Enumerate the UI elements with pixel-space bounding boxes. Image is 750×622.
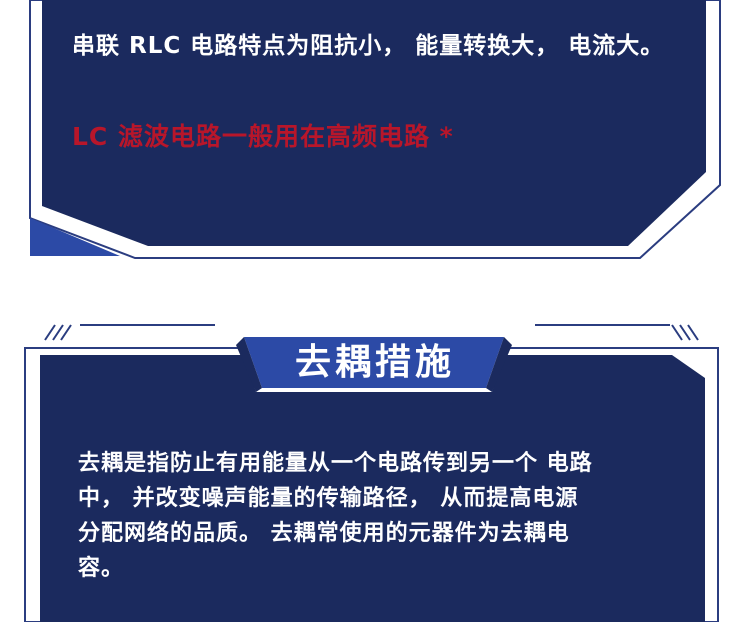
top-card-frame	[29, 0, 721, 259]
title-banner-notch-right	[486, 337, 512, 392]
title-banner	[244, 337, 504, 388]
top-card-panel	[42, 0, 706, 246]
bottom-card-panel	[40, 355, 705, 622]
rlc-statement: 串联 RLC 电路特点为阻抗小， 能量转换大， 电流大。	[72, 33, 665, 59]
lc-filter-note: LC 滤波电路一般用在高频电路 *	[72, 122, 454, 151]
section-title: 去耦措施	[294, 342, 455, 383]
paragraph-line: 分配网络的品质。 去耦常使用的元器件为去耦电	[78, 521, 570, 546]
paragraph-line: 去耦是指防止有用能量从一个电路传到另一个 电路	[78, 451, 593, 476]
deco-hatch-right	[671, 324, 699, 341]
title-banner-notch-left	[236, 337, 262, 392]
paragraph-line: 容。	[78, 556, 125, 581]
decoupling-paragraph: 去耦是指防止有用能量从一个电路传到另一个 电路 中， 并改变噪声能量的传输路径，…	[78, 446, 678, 586]
bottom-card-frame	[24, 324, 719, 622]
paragraph-line: 中， 并改变噪声能量的传输路径， 从而提高电源	[78, 486, 579, 511]
deco-hatch-left	[44, 324, 72, 341]
top-card-corner-accent	[30, 218, 120, 256]
